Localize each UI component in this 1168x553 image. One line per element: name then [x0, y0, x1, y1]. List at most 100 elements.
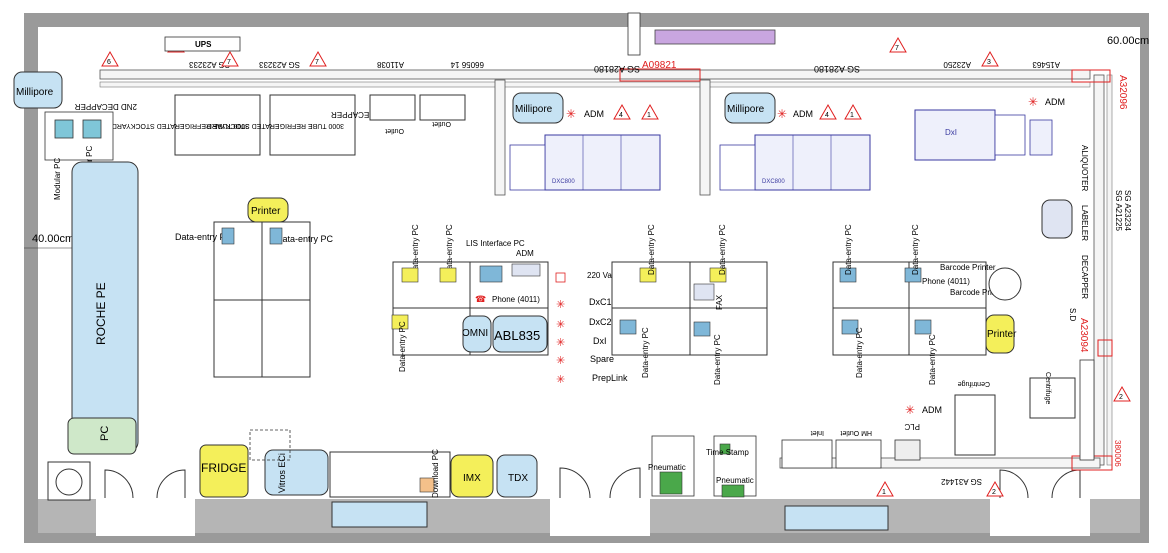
data-entry-pc-label: Data-entry PC — [398, 321, 407, 372]
svg-text:6: 6 — [107, 59, 111, 66]
data-entry-pc-label: Data-entry PC — [911, 224, 920, 275]
door-gap — [550, 496, 650, 536]
wall-notch — [627, 12, 641, 56]
track-code: 380006 — [1113, 440, 1122, 467]
door-swing — [559, 467, 591, 499]
tdx-label: TDX — [508, 473, 528, 484]
pneumatic-tube — [659, 471, 683, 495]
track-bottom — [779, 457, 1101, 469]
track-branch — [699, 79, 711, 196]
vitros-eci-dashed — [249, 429, 291, 461]
vent-unit — [654, 29, 776, 45]
track-label: RECAPPER — [331, 110, 375, 119]
svg-text:1: 1 — [882, 489, 886, 496]
roche-pe-label: ROCHE PE — [94, 282, 108, 345]
dxc800-analyzer-1: DXC800 — [509, 134, 661, 191]
monitor-icon — [269, 227, 283, 245]
centrifuge-label: Centrifuge — [1044, 372, 1051, 404]
track-label: Outlet — [432, 120, 451, 127]
callout-triangle: 1 — [641, 103, 659, 120]
track-code: SG A23233 — [189, 60, 230, 69]
pneumatic-label: Pneumatic — [716, 476, 754, 485]
printer-label: Printer — [987, 329, 1017, 340]
pneumatic-tube — [719, 443, 731, 455]
modular-pc-label: Modular PC — [53, 158, 62, 200]
stockyard — [174, 94, 261, 156]
track-connector-red — [619, 68, 701, 82]
outlet-unit — [419, 94, 466, 121]
data-entry-pc-label: Data-entry PC — [855, 327, 864, 378]
outlet-module — [835, 439, 882, 469]
svg-text:DxC2: DxC2 — [589, 317, 612, 327]
millipore-right — [724, 92, 776, 124]
monitor-icon — [904, 267, 922, 283]
svg-text:2: 2 — [1119, 394, 1123, 401]
door-swing — [156, 469, 186, 499]
svg-text:✳: ✳ — [556, 374, 565, 386]
track-code: A15463 — [1032, 60, 1060, 69]
monitor-icon — [479, 265, 503, 283]
imx-analyzer — [450, 454, 494, 498]
time-stamp-label: Time Stamp — [706, 448, 749, 457]
door-swing — [999, 469, 1029, 499]
track-label: DECAPPER — [1080, 255, 1089, 299]
callout-triangle: 7 — [221, 50, 239, 67]
door-swing — [609, 467, 641, 499]
adm-marker: ✳ — [1028, 95, 1038, 109]
pc-box — [67, 417, 137, 455]
adm-label: ADM — [922, 405, 942, 415]
track-branch — [494, 79, 506, 196]
track-connector-red — [1071, 69, 1111, 83]
adm-marker: ✳ — [566, 107, 576, 121]
dimension-horizontal: 60.00cm — [1107, 35, 1149, 47]
phone-icon: ☎ — [475, 294, 486, 304]
track-code: SG A28180 — [814, 64, 860, 74]
omni-analyzer — [462, 315, 492, 353]
monitor-icon — [401, 267, 419, 283]
pc-label: PC — [99, 426, 111, 441]
data-entry-pc-label: Data-entry PC — [647, 224, 656, 275]
adm-marker: ✳ — [905, 403, 915, 417]
adm-marker: ✳ — [777, 107, 787, 121]
track-code: SG A31442 — [941, 477, 982, 486]
sink — [331, 501, 428, 528]
track-code: SG A21225 — [1114, 190, 1123, 231]
side-unit — [1041, 199, 1073, 239]
data-entry-pc-label: Data-entry PC — [713, 334, 722, 385]
callout-triangle: 2 — [1113, 385, 1131, 402]
door-swing — [104, 469, 134, 499]
phone-label: Phone (4011) — [492, 295, 540, 304]
track-code: SG A23234 — [1123, 190, 1132, 231]
data-entry-pc-label: Data-entry PC — [175, 232, 233, 242]
svg-text:✳: ✳ — [556, 319, 565, 331]
svg-text:Spare: Spare — [590, 354, 614, 364]
track-right — [1093, 74, 1105, 466]
track-label: ALIQUOTER — [1080, 145, 1089, 191]
barcode-printer-label: Barcode Printer — [950, 288, 1006, 297]
svg-text:✳: ✳ — [556, 337, 565, 349]
bottom-wall-segment — [1090, 499, 1140, 533]
fax-label: FAX — [715, 294, 724, 310]
svg-text:PrepLink: PrepLink — [592, 373, 628, 383]
track-code: A32096 — [1117, 75, 1128, 110]
svg-text:DXC800: DXC800 — [552, 179, 575, 185]
printer-label: Printer — [251, 206, 281, 217]
vitros-eci-label: Vitros ECi — [277, 453, 287, 493]
abl835-label: ABL835 — [494, 328, 540, 343]
callout-triangle: 3 — [981, 50, 999, 67]
inlet-module — [781, 439, 833, 469]
track-code: SG A28180 — [594, 64, 640, 74]
track-top-inner — [99, 81, 1091, 88]
track-label: S.D — [1068, 308, 1077, 322]
svg-text:4: 4 — [619, 112, 623, 119]
fridge-label: FRIDGE — [201, 461, 246, 475]
adm-label: ADM — [793, 109, 813, 119]
sink — [784, 505, 889, 531]
lis-interface-pc-label: LIS Interface PC — [466, 239, 525, 248]
svg-text:DxI: DxI — [945, 128, 957, 137]
track-code: A23094 — [1078, 318, 1089, 353]
monitor-icon — [391, 314, 409, 330]
data-entry-pc-label: Data-entry PC — [928, 334, 937, 385]
track-connector-red — [1097, 339, 1113, 357]
